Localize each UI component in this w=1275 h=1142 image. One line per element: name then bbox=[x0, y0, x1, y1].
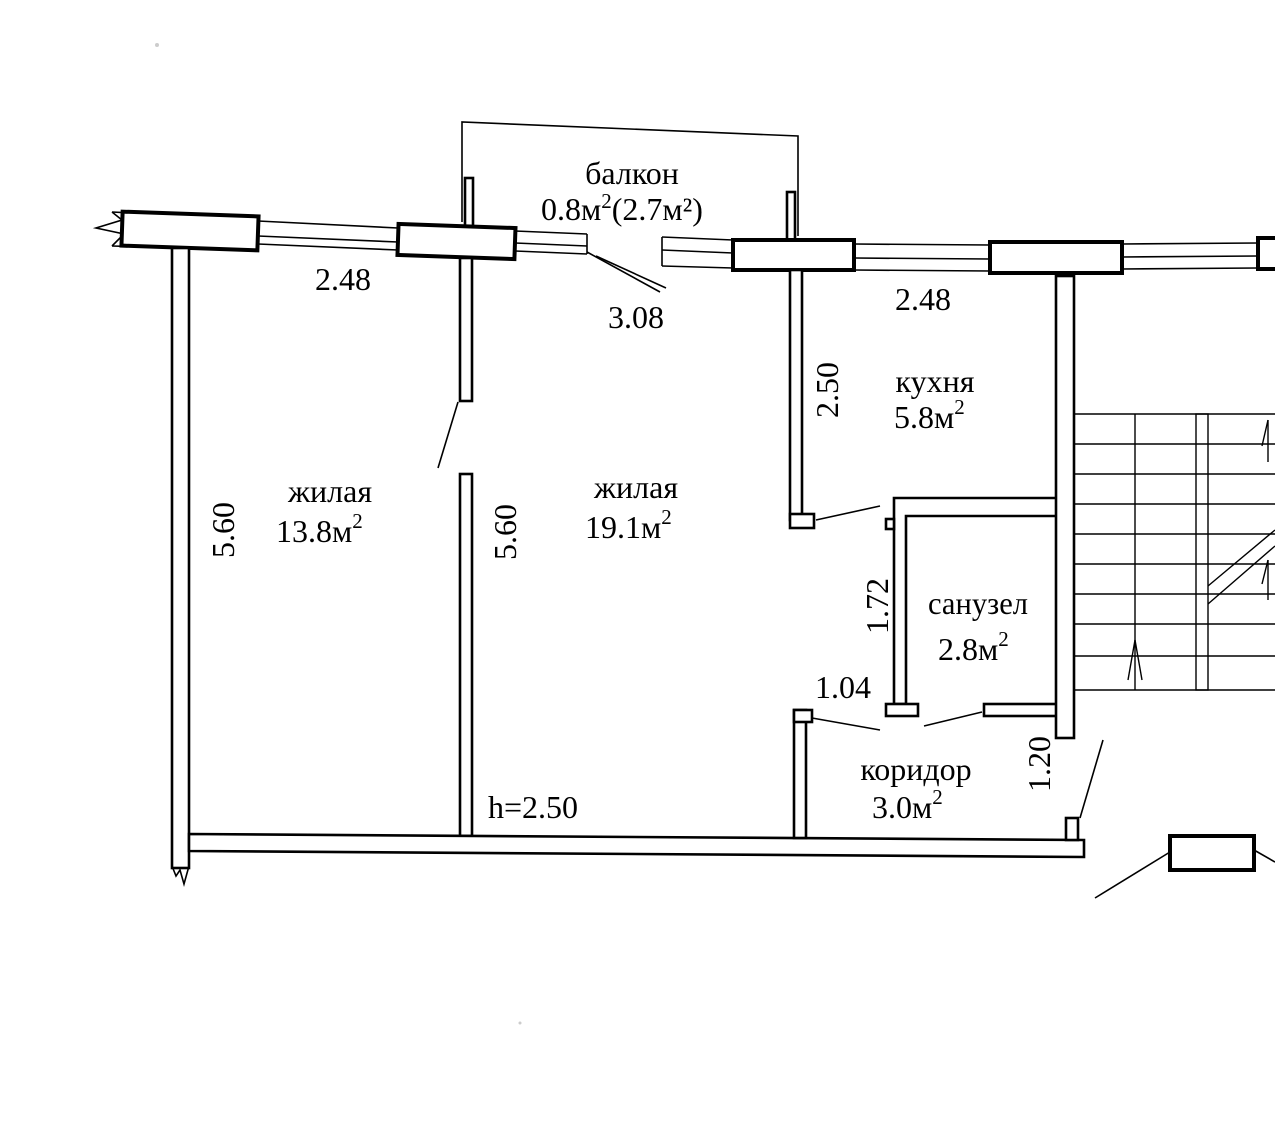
window-left bbox=[119, 209, 261, 253]
dim-bathroom-depth: 1.72 bbox=[859, 578, 895, 634]
dim-balcony-door: 3.08 bbox=[608, 299, 664, 335]
dim-bathroom-door: 1.04 bbox=[815, 669, 871, 705]
ceiling-height: h=2.50 bbox=[488, 789, 578, 825]
wall-room-partition bbox=[437, 256, 474, 838]
kitchen-name: кухня bbox=[896, 363, 975, 399]
exterior-wall-top-left bbox=[92, 211, 667, 293]
window-kitchen-right bbox=[988, 240, 1124, 275]
kitchen-area: 5.8м2 bbox=[894, 395, 965, 435]
wall-bottom bbox=[187, 832, 1086, 859]
window-stair bbox=[1256, 236, 1275, 271]
balcony-area: 0.8м2(2.7м²) bbox=[541, 189, 703, 227]
wall-kitchen bbox=[788, 268, 881, 530]
scan-speck bbox=[518, 1021, 522, 1025]
room2-name: жилая bbox=[593, 469, 678, 505]
scan-speck bbox=[155, 43, 159, 47]
dim-kitchen-depth: 2.50 bbox=[809, 362, 845, 418]
dim-kitchen-width: 2.48 bbox=[895, 281, 951, 317]
dim-room1-depth: 5.60 bbox=[205, 502, 241, 558]
wall-right bbox=[1054, 274, 1104, 842]
wall-corridor bbox=[792, 708, 881, 840]
corridor-area: 3.0м2 bbox=[872, 785, 943, 825]
staircase bbox=[1074, 413, 1275, 691]
balcony-name: балкон bbox=[585, 155, 679, 191]
window-kitchen-left bbox=[731, 238, 856, 272]
bathroom-name: санузел bbox=[928, 585, 1028, 621]
exterior-wall-bottom-right bbox=[1094, 834, 1275, 899]
room2-area: 19.1м2 bbox=[585, 505, 672, 545]
dim-corridor-depth: 1.20 bbox=[1021, 736, 1057, 792]
dim-room2-depth: 5.60 bbox=[487, 504, 523, 560]
window-room2 bbox=[395, 221, 518, 262]
wall-room1-left bbox=[170, 246, 191, 887]
room1-area: 13.8м2 bbox=[276, 509, 363, 549]
exterior-wall-top-right bbox=[661, 236, 1259, 272]
bathroom-area: 2.8м2 bbox=[938, 627, 1009, 667]
room1-name: жилая bbox=[287, 473, 372, 509]
corridor-name: коридор bbox=[860, 751, 971, 787]
dim-room1-width: 2.48 bbox=[315, 261, 371, 297]
